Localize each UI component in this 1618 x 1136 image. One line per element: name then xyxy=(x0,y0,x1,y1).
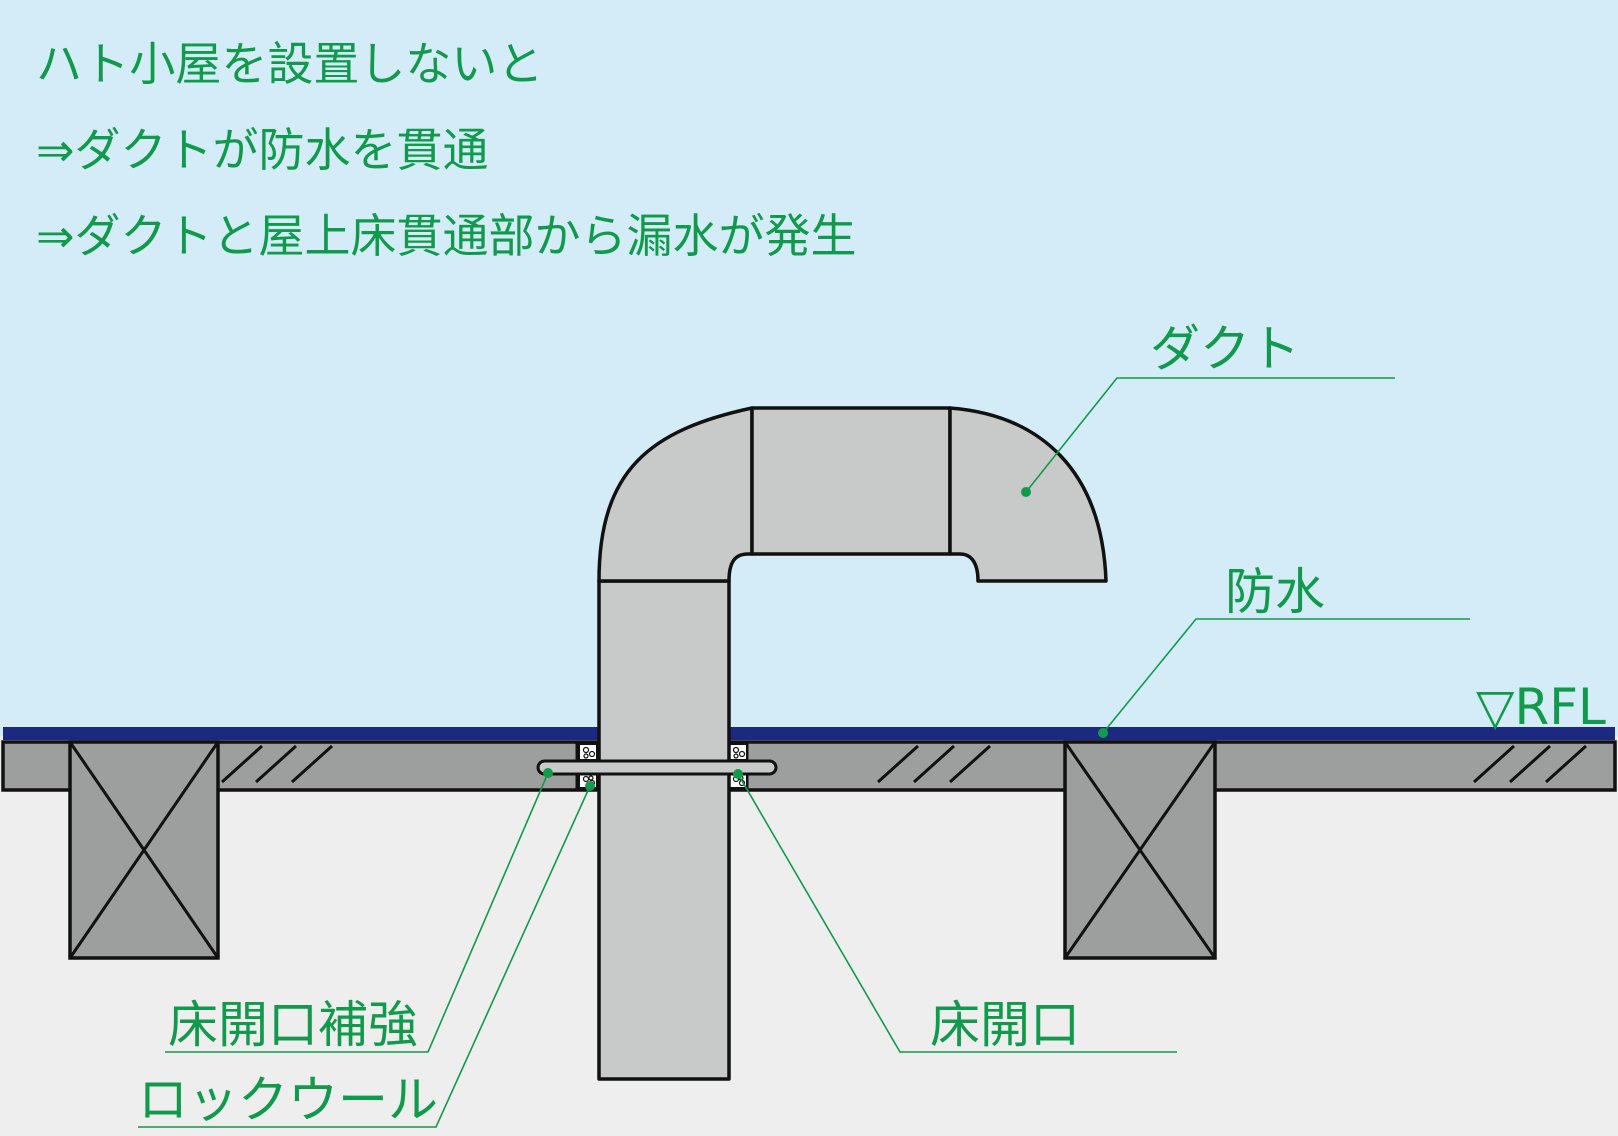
waterproof-layer xyxy=(3,727,599,740)
leader-lines xyxy=(138,377,1470,1128)
floor-opening-label: 床開口 xyxy=(930,996,1080,1054)
beam-right xyxy=(1063,740,1217,960)
waterproof-leader-dot xyxy=(1098,728,1108,738)
floor-opening-reinforcement-label: 床開口補強 xyxy=(168,996,418,1054)
waterproof-layer-right xyxy=(729,727,1615,740)
opening-reinforcement-bar xyxy=(536,759,778,776)
waterproofing-label: 防水 xyxy=(1225,563,1325,621)
reinforcement-leader-dot xyxy=(543,768,553,778)
beam-left xyxy=(68,740,220,960)
duct-leader-dot xyxy=(1021,487,1031,497)
note-line-2: ⇒ダクトが防水を貫通 xyxy=(36,123,489,177)
duct-label: ダクト xyxy=(1150,320,1300,378)
rfl-label: ▽RFL xyxy=(1476,678,1606,736)
sky-area xyxy=(0,0,1618,736)
note-line-1: ハト小屋を設置しないと xyxy=(36,37,543,91)
rock-wool-label: ロックウール xyxy=(138,1071,438,1129)
note-line-3: ⇒ダクトと屋上床貫通部から漏水が発生 xyxy=(36,209,857,263)
roof-slab xyxy=(1,740,1617,792)
ground-area xyxy=(0,736,1618,1136)
rockwool-leader-dot xyxy=(585,781,595,791)
duct xyxy=(597,406,1108,1081)
opening-leader-dot xyxy=(733,769,743,779)
